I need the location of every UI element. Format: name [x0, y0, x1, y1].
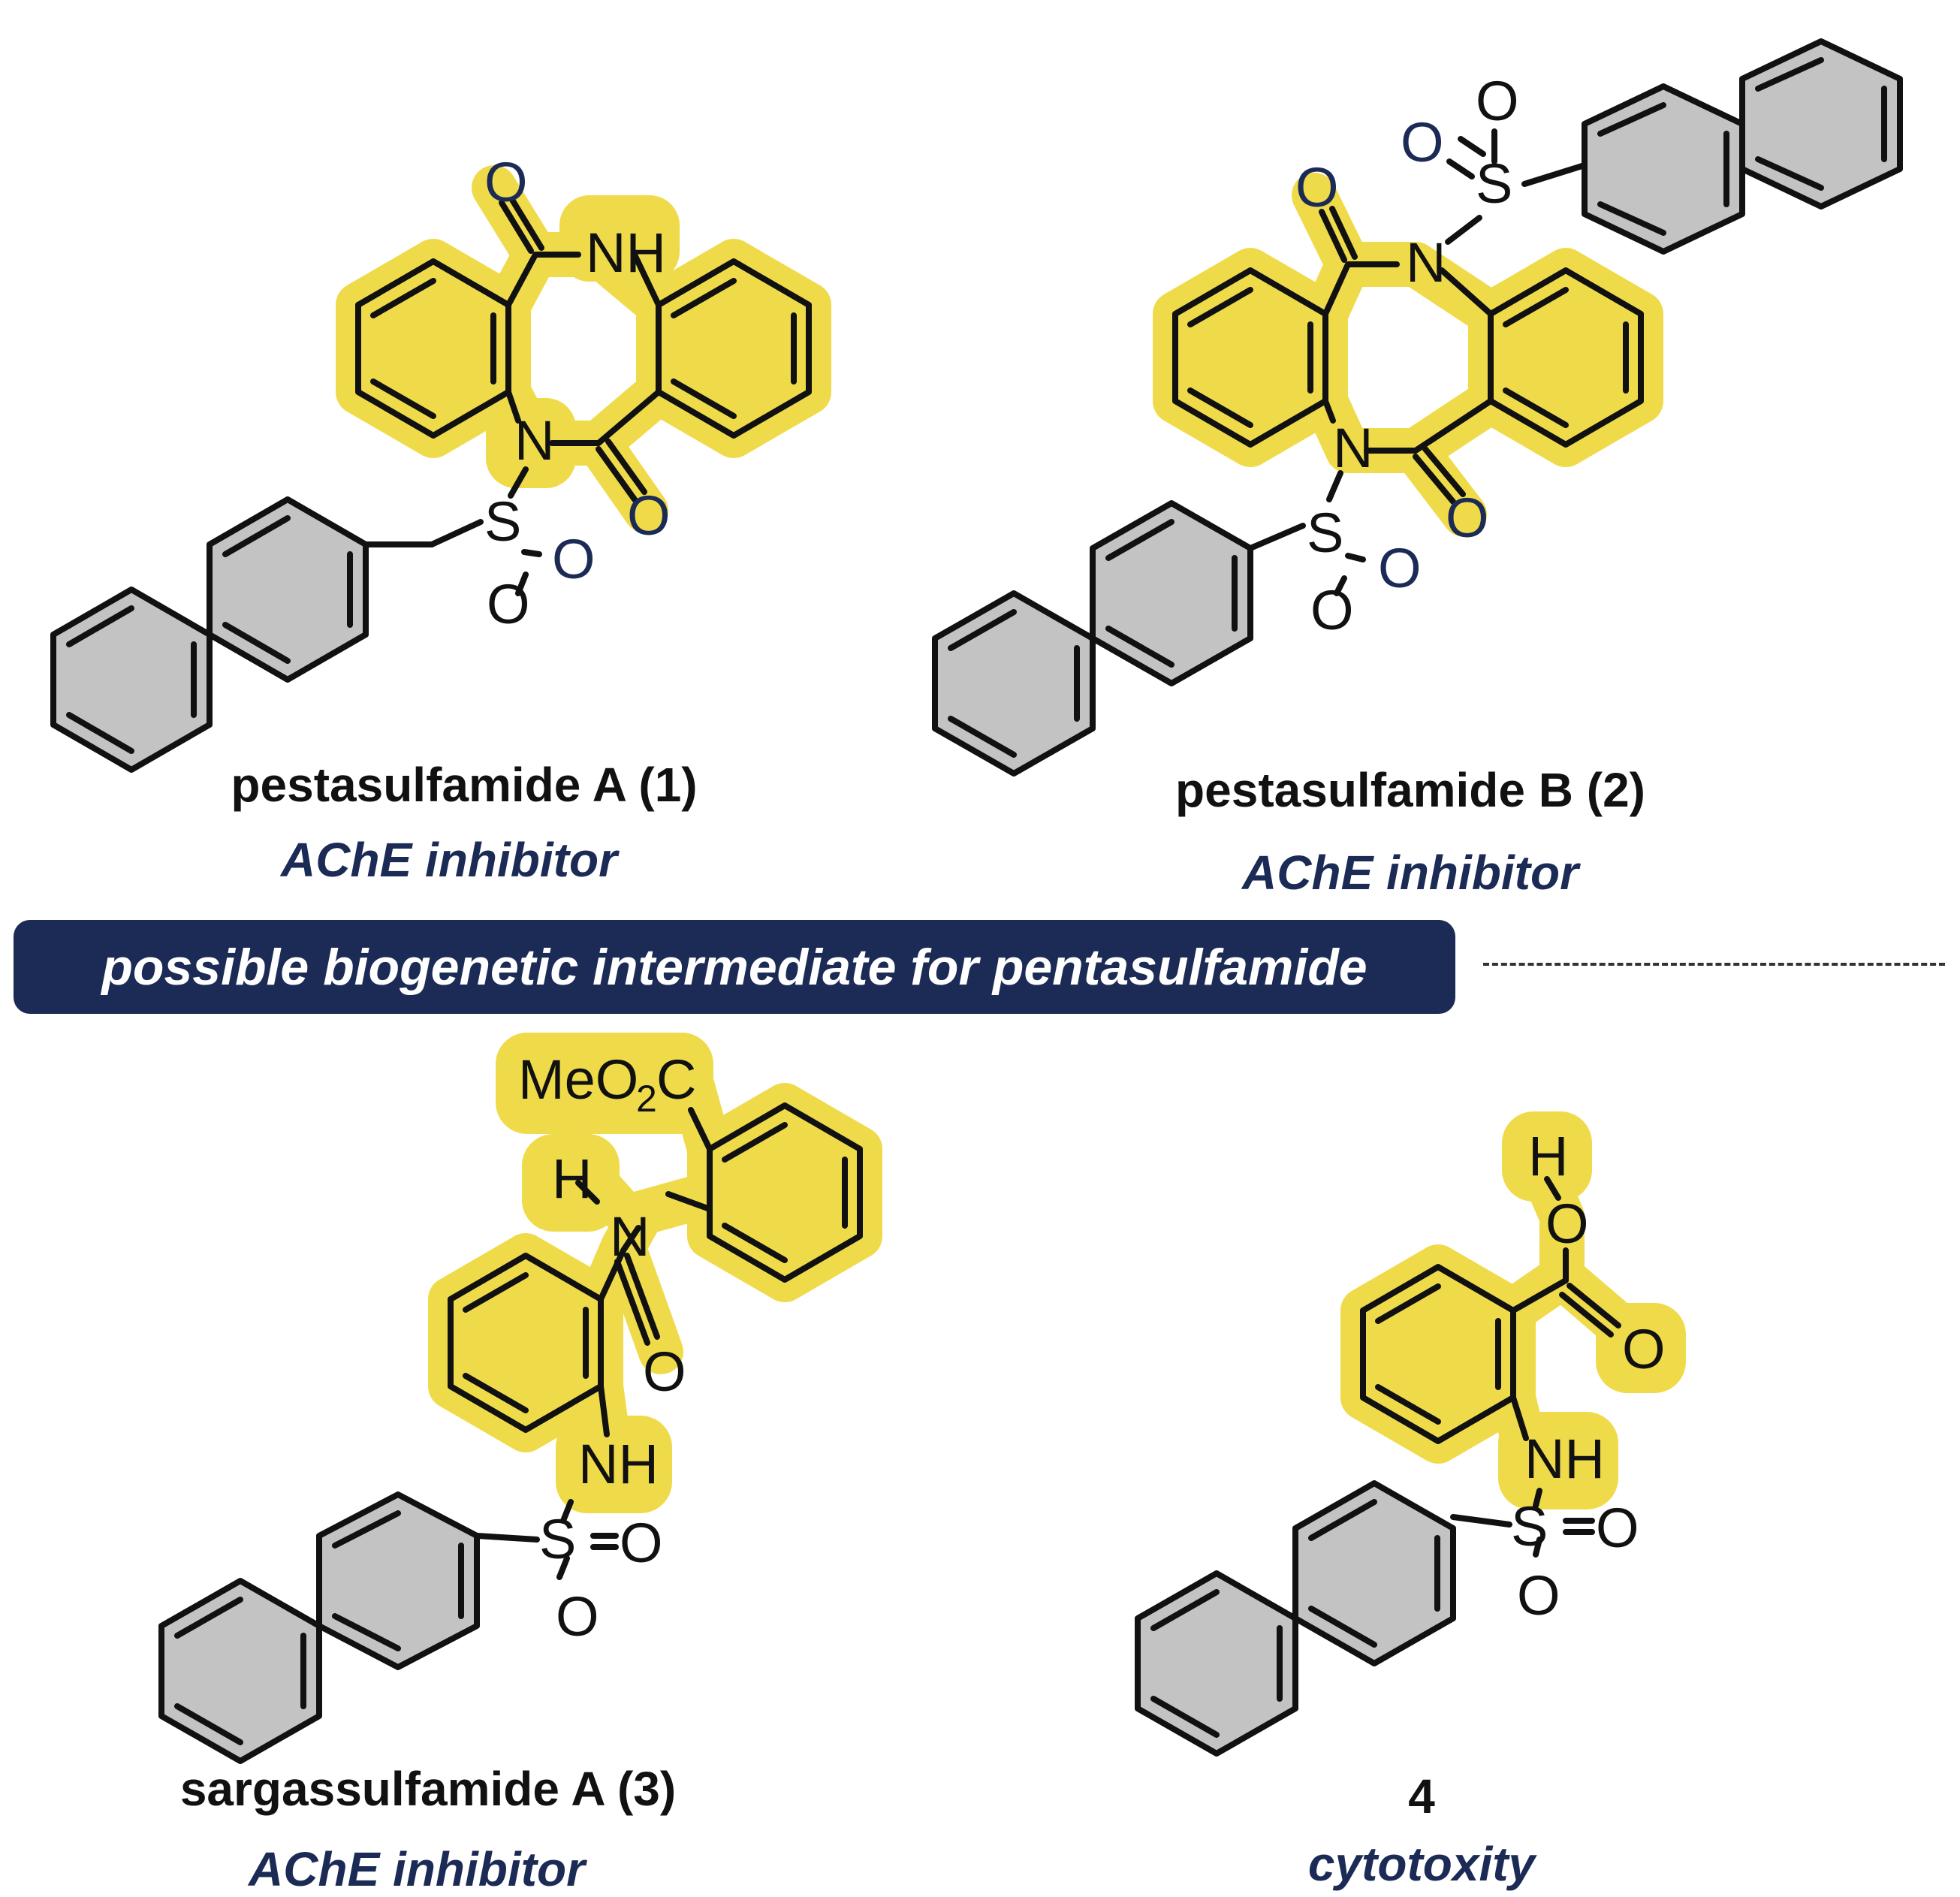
atom-o: O [1401, 111, 1444, 173]
atom-n: N [610, 1205, 650, 1268]
atom-o: O [620, 1512, 663, 1574]
atom-h: H [1528, 1125, 1568, 1187]
atoms-4: H O O NH S O O [1511, 1125, 1666, 1627]
banner-text: possible biogenetic intermediate for pen… [101, 938, 1367, 996]
gray-rings-3 [158, 1491, 480, 1764]
compound-activity-2: AChE inhibitor [1242, 846, 1579, 900]
structure-pestasulfamide-b: O N N O S O O S O O [932, 38, 1903, 777]
gray-rings-2 [932, 38, 1903, 777]
compound-name-1: pestasulfamide A (1) [231, 758, 698, 812]
atom-nh: NH [578, 1433, 659, 1495]
atom-o: O [1446, 487, 1489, 549]
atom-c: C [656, 1048, 696, 1111]
atom-o: O [487, 573, 530, 635]
highlight-core-1 [336, 165, 831, 533]
atom-o: O [552, 528, 596, 590]
atom-o: O [1295, 156, 1339, 219]
atom-h: H [552, 1148, 592, 1210]
gray-rings-4 [1135, 1480, 1456, 1757]
structure-pestasulfamide-a: O NH N O S O O [50, 151, 831, 773]
intermediate-banner: possible biogenetic intermediate for pen… [14, 920, 1455, 1014]
gray-rings-1 [50, 496, 435, 773]
atom-nh: NH [1524, 1428, 1605, 1490]
structure-sargassulfamide-a: MeO 2 C H N O NH S O O [158, 1033, 882, 1764]
atom-o: O [1596, 1497, 1639, 1559]
bonds-1 [355, 197, 812, 596]
atom-o: O [1310, 579, 1354, 641]
atom-n: N [1406, 231, 1446, 294]
atom-o: O [643, 1341, 686, 1403]
dashed-divider [1483, 963, 1945, 966]
atoms-2: O N N O S O O S O O [1295, 70, 1519, 641]
compound-activity-4: cytotoxity [1307, 1837, 1536, 1891]
atom-o: O [627, 484, 671, 547]
atom-s: S [1476, 152, 1512, 215]
atom-o: O [1378, 537, 1422, 599]
compound-name-3: sargassulfamide A (3) [179, 1762, 677, 1816]
atom-s: S [484, 490, 521, 553]
atom-nh: NH [586, 222, 666, 284]
atoms-1: O NH N O S O O [484, 151, 671, 635]
compound-name-4: 4 [1408, 1769, 1435, 1823]
atom-sub-2: 2 [636, 1078, 657, 1120]
compound-activity-1: AChE inhibitor [281, 833, 617, 887]
bonds-2 [1172, 128, 1644, 596]
atom-n: N [514, 409, 554, 472]
compound-name-2: pestasulfamide B (2) [1175, 763, 1645, 817]
bonds-3 [448, 1102, 863, 1580]
atom-s: S [539, 1508, 576, 1570]
atom-s: S [1307, 502, 1343, 564]
atom-s: S [1511, 1495, 1548, 1558]
atom-o: O [484, 151, 528, 213]
bonds-4 [1360, 1176, 1621, 1558]
atom-o: O [1476, 70, 1519, 132]
atom-o: O [1622, 1318, 1666, 1380]
compound-activity-3: AChE inhibitor [249, 1842, 585, 1896]
structure-compound-4: H O O NH S O O [1135, 1111, 1686, 1757]
atom-o: O [1517, 1564, 1560, 1627]
atoms-3: MeO 2 C H N O NH S O O [518, 1048, 696, 1648]
atom-meo: MeO [518, 1048, 638, 1111]
atom-n: N [1333, 417, 1373, 479]
atom-o: O [556, 1585, 599, 1648]
atom-o: O [1545, 1193, 1589, 1255]
